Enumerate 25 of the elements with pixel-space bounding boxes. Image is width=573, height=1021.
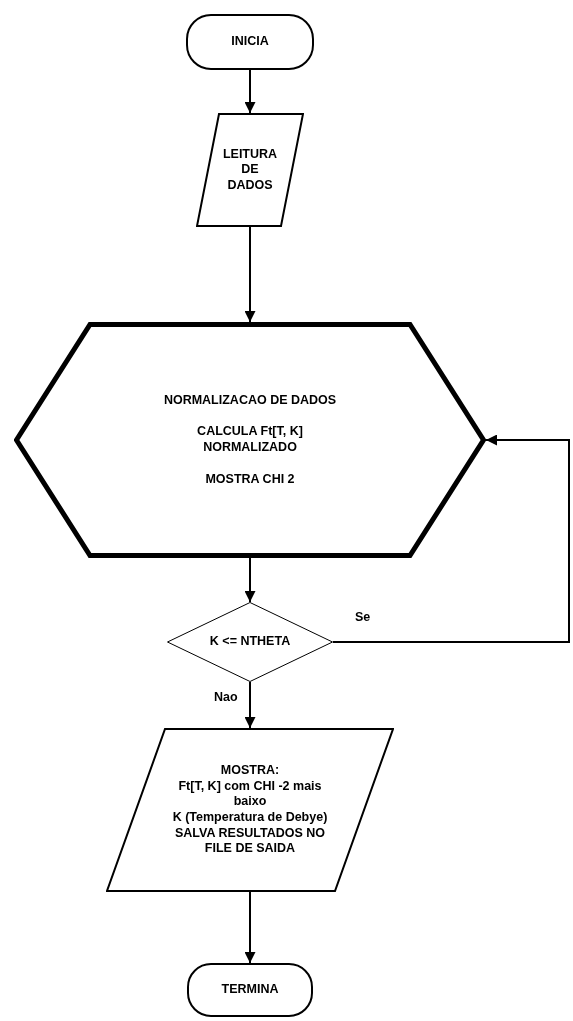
node-text: TERMINA: [221, 982, 279, 998]
decision-diamond: [167, 602, 333, 682]
hexagon-shape: [14, 322, 486, 558]
node-text: MOSTRA CHI 2: [205, 471, 295, 488]
edge-label: Nao: [212, 690, 240, 704]
node-text: K (Temperatura de Debye): [172, 810, 328, 826]
node-text: LEITURA DE DADOS: [222, 146, 278, 194]
arrow: [244, 891, 256, 964]
node-text: K <= NTHETA: [209, 634, 291, 650]
edge-label: Se: [353, 610, 373, 624]
node-text: Ft[T, K] com CHI -2 mais baixo: [177, 778, 323, 810]
parallelogram-shape: [106, 728, 394, 892]
node-text: INICIA: [231, 34, 269, 50]
arrow: [244, 557, 256, 603]
node-text: CALCULA Ft[T, K] NORMALIZADO: [196, 424, 304, 456]
arrow: [332, 434, 570, 643]
parallelogram-shape: [196, 113, 304, 227]
arrow: [244, 681, 256, 729]
arrow: [244, 69, 256, 114]
node-text: NORMALIZACAO DE DADOS: [163, 392, 337, 409]
node-text: SALVA RESULTADOS NO FILE DE SAIDA: [174, 825, 326, 857]
terminator-shape: [186, 14, 314, 70]
terminator-shape: [187, 963, 313, 1017]
node-text: MOSTRA:: [220, 763, 280, 779]
arrow: [244, 226, 256, 323]
